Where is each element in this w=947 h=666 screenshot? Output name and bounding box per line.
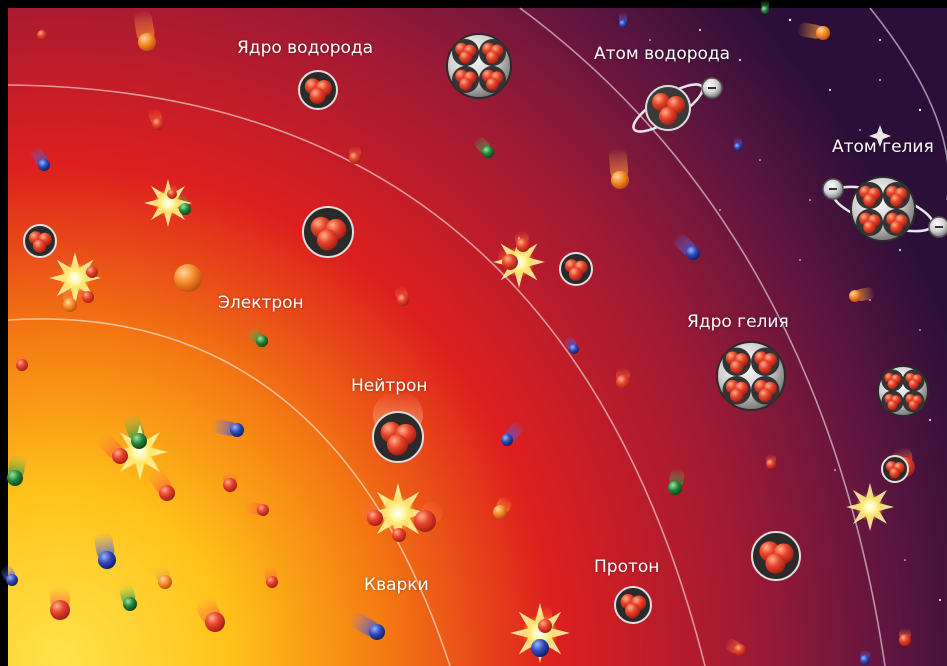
- particle-icon: [816, 26, 830, 40]
- quark-particle-icon: [531, 639, 549, 657]
- helium-nucleus-icon: [877, 365, 929, 417]
- nucleon-icon: [614, 586, 652, 624]
- nucleon-icon: [23, 224, 57, 258]
- electron-icon: [701, 77, 723, 99]
- particle-icon: [50, 600, 70, 620]
- particle-icon: [538, 619, 552, 633]
- era-arc-3: [519, 7, 886, 666]
- particle-icon: [611, 171, 629, 189]
- quark-particle-icon: [686, 246, 700, 260]
- quark-particle-icon: [38, 159, 50, 171]
- particle-icon: [392, 528, 406, 542]
- quark-particle-icon: [230, 423, 244, 437]
- quark-particle-icon: [734, 143, 742, 151]
- particle-icon: [86, 266, 98, 278]
- particle-icon: [899, 634, 911, 646]
- quark-particle-icon: [860, 655, 870, 665]
- particle-icon: [502, 254, 518, 270]
- background-gradient: [8, 8, 947, 666]
- particle-icon: [516, 238, 530, 252]
- particle-icon: [414, 510, 436, 532]
- particle-icon: [138, 33, 156, 51]
- quark-particle-icon: [6, 574, 18, 586]
- quark-particle-icon: [501, 434, 513, 446]
- era-arc-2: [7, 84, 706, 666]
- particle-icon: [223, 478, 237, 492]
- particle-icon: [16, 359, 28, 371]
- particle-icon: [397, 294, 409, 306]
- particle-icon: [734, 644, 746, 656]
- era-arcs: [7, 7, 947, 666]
- quark-particle-icon: [98, 551, 116, 569]
- electron-icon: [928, 216, 947, 238]
- particle-icon: [766, 459, 776, 469]
- quark-particle-icon: [569, 344, 579, 354]
- particle-icon: [152, 118, 164, 130]
- particle-icon: [257, 504, 269, 516]
- collision-flashes: [49, 179, 894, 663]
- helium-nucleus-icon: [446, 33, 512, 99]
- nucleon-icon: [559, 252, 593, 286]
- composite-particles: [23, 33, 947, 624]
- nucleon-icon: [298, 70, 338, 110]
- collision-flash-icon: [846, 483, 894, 531]
- particle-icon: [266, 576, 278, 588]
- nucleon-icon: [881, 455, 909, 483]
- quark-particle-icon: [179, 203, 191, 215]
- particle-icon: [493, 505, 507, 519]
- nucleon-icon: [751, 531, 801, 581]
- particle-icon: [158, 575, 172, 589]
- particle-icon: [849, 290, 861, 302]
- particle-icon: [367, 510, 383, 526]
- quark-particle-icon: [256, 335, 268, 347]
- collision-flash-icon: [368, 483, 428, 543]
- particle-icon: [616, 375, 630, 389]
- hydrogen-atom-icon: [632, 77, 723, 133]
- particle-icon: [205, 612, 225, 632]
- quark-particle-icon: [619, 20, 627, 28]
- particle-icon: [349, 152, 361, 164]
- star-sparkle-icon: [869, 125, 891, 147]
- quark-particle-icon: [123, 597, 137, 611]
- quark-particle-icon: [482, 146, 494, 158]
- particle-icon: [82, 291, 94, 303]
- quark-particle-icon: [369, 624, 385, 640]
- particle-icon: [63, 298, 77, 312]
- era-arc-4: [869, 7, 947, 200]
- era-arc-1: [7, 318, 451, 666]
- particle-icon: [167, 189, 177, 199]
- particle-icon: [174, 264, 202, 292]
- collision-flash-icon: [144, 179, 192, 227]
- quark-particle-icon: [7, 470, 23, 486]
- nucleon-icon: [302, 206, 354, 258]
- quark-particle-icon: [668, 481, 682, 495]
- particle-icon: [37, 30, 47, 40]
- particle-icon: [159, 485, 175, 501]
- quark-particle-icon: [761, 6, 769, 14]
- quark-particle-icon: [131, 433, 147, 449]
- star-field: [649, 18, 941, 601]
- particle-icon: [112, 448, 128, 464]
- helium-nucleus-icon: [716, 341, 786, 411]
- electron-icon: [822, 178, 844, 200]
- helium-nucleus-icon: [850, 176, 916, 242]
- nucleon-icon: [372, 392, 424, 463]
